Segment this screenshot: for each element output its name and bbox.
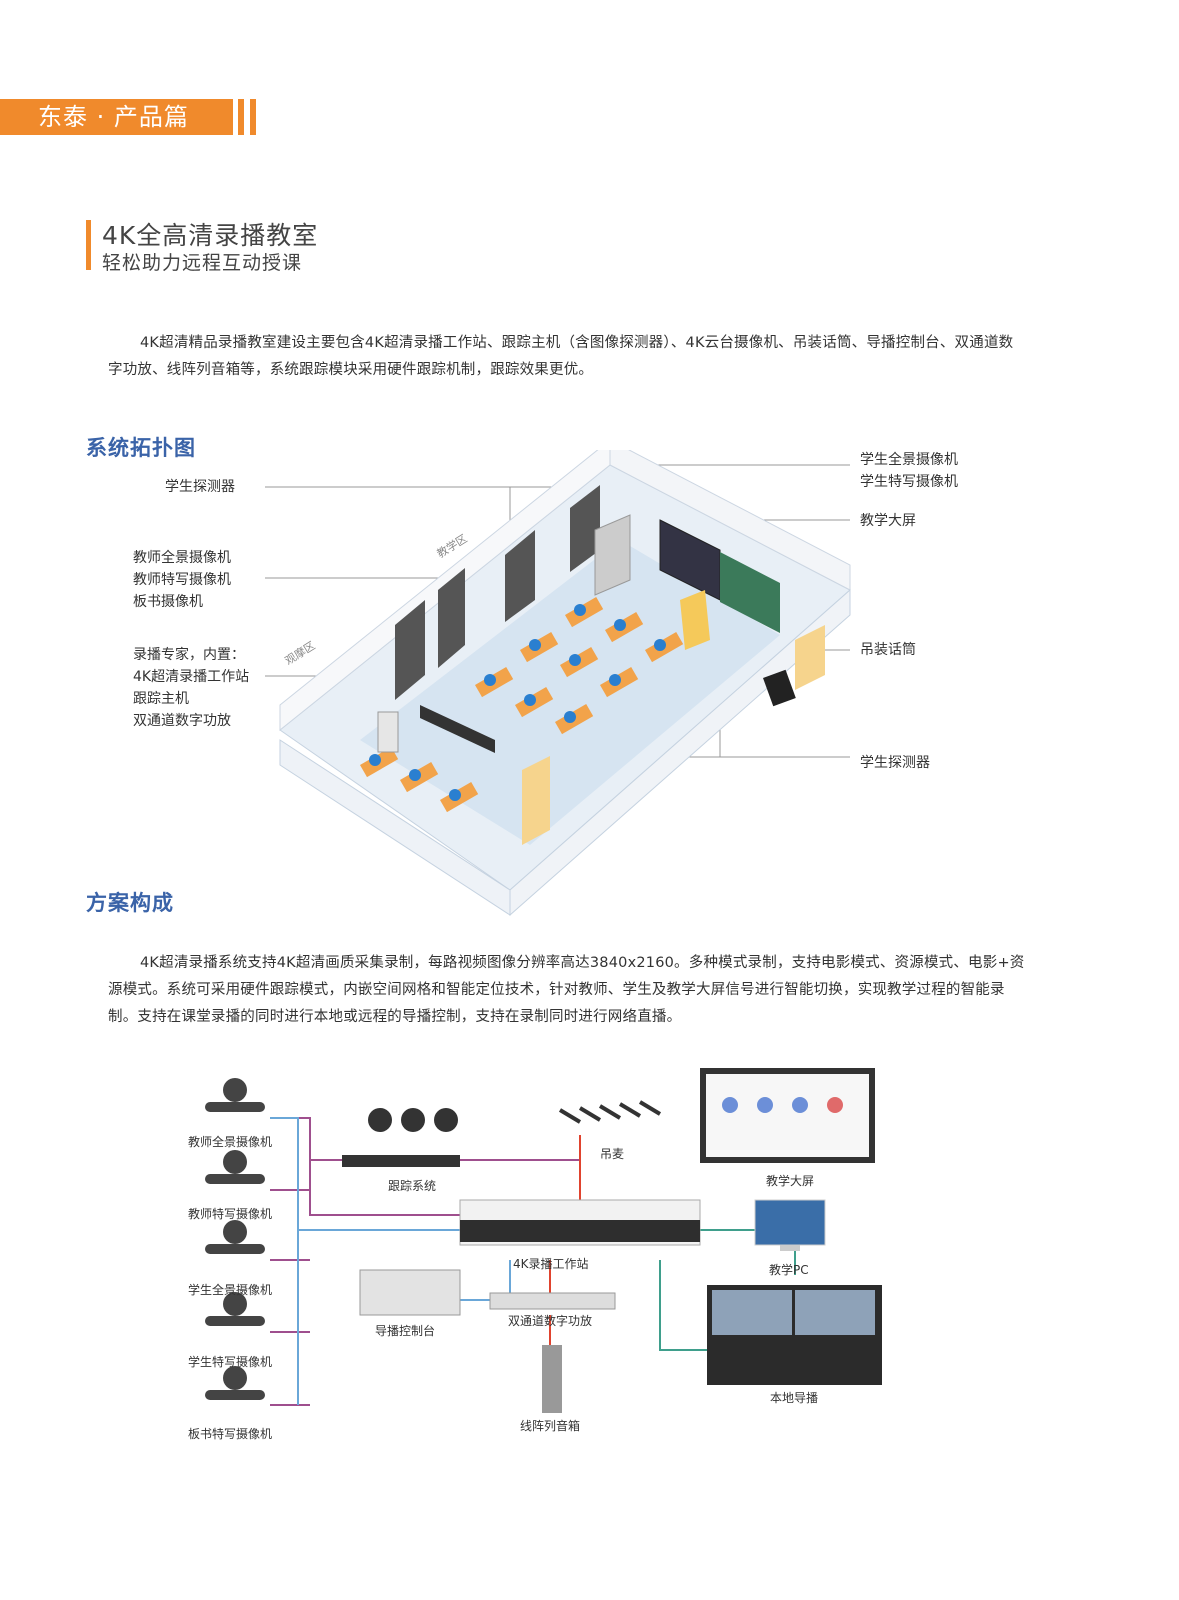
label-amp: 双通道数字功放	[508, 1313, 592, 1328]
zone-viewing-label: 观摩区	[282, 638, 317, 667]
label-speaker: 线阵列音箱	[520, 1418, 580, 1433]
title-accent-bar	[86, 220, 91, 270]
label-student-detector-right: 学生探测器	[860, 755, 930, 771]
label-amplifier: 双通道数字功放	[133, 713, 231, 729]
label-board-cam: 板书摄像机	[133, 594, 203, 610]
label-teacher-close-cam: 教师特写摄像机	[133, 572, 231, 588]
intro-paragraph: 4K超清精品录播教室建设主要包含4K超清录播工作站、跟踪主机（含图像探测器）、4…	[108, 335, 1014, 378]
label-teacher-pano-cam: 教师全景摄像机	[133, 550, 231, 566]
label-screen: 教学大屏	[766, 1173, 814, 1188]
zone-teaching-label: 教学区	[434, 531, 469, 560]
label-student-pano-cam: 学生全景摄像机	[860, 452, 958, 468]
header-stripe	[238, 99, 244, 135]
cam-label-board-close: 板书特写摄像机	[188, 1426, 272, 1441]
recorder-labels: 录播专家，内置： 4K超清录播工作站 跟踪主机 双通道数字功放	[133, 644, 249, 732]
classroom-illustration: 教学区 观摩区	[265, 450, 851, 917]
label-mic: 吊麦	[600, 1147, 624, 1161]
solution-paragraph: 4K超清录播系统支持4K超清画质采集录制，每路视频图像分辨率高达3840x216…	[108, 955, 1025, 1025]
solution-heading: 方案构成	[86, 891, 174, 915]
header-stripe	[250, 99, 256, 135]
label-student-close-cam: 学生特写摄像机	[860, 474, 958, 490]
label-tracking-system: 跟踪系统	[388, 1179, 436, 1193]
teacher-camera-labels: 教师全景摄像机 教师特写摄像机 板书摄像机	[133, 547, 231, 613]
label-workstation: 4K录播工作站	[513, 1257, 589, 1271]
topology-heading: 系统拓扑图	[86, 436, 196, 460]
camera-stack: 教师全景摄像机 教师特写摄像机 学生全景摄像机 学生特写摄像机 板书特写摄像机	[188, 1078, 272, 1441]
label-local-director: 本地导播	[770, 1391, 818, 1405]
label-console: 导播控制台	[375, 1323, 435, 1338]
cam-label-student-close: 学生特写摄像机	[188, 1354, 272, 1369]
label-teaching-screen: 教学大屏	[860, 513, 916, 529]
student-camera-labels: 学生全景摄像机 学生特写摄像机	[860, 449, 958, 493]
label-pc: 教学PC	[769, 1262, 809, 1277]
label-student-detector-left: 学生探测器	[165, 479, 235, 495]
header-tab	[0, 99, 233, 135]
label-recorder: 录播专家，内置：	[133, 647, 245, 663]
cam-label-student-pano: 学生全景摄像机	[188, 1282, 272, 1297]
cam-label-teacher-pano: 教师全景摄像机	[188, 1134, 272, 1149]
page-title: 4K全高清录播教室	[102, 221, 319, 250]
label-hanging-mic: 吊装话筒	[860, 642, 916, 658]
system-diagram: 教师全景摄像机 教师特写摄像机 学生全景摄像机 学生特写摄像机 板书特写摄像机 …	[188, 1068, 882, 1441]
label-tracking-host: 跟踪主机	[133, 691, 189, 707]
page-subtitle: 轻松助力远程互动授课	[102, 252, 303, 274]
label-4k-station: 4K超清录播工作站	[133, 669, 250, 685]
cam-label-teacher-close: 教师特写摄像机	[188, 1206, 272, 1221]
header-tab-text: 东泰 · 产品篇	[38, 103, 189, 131]
